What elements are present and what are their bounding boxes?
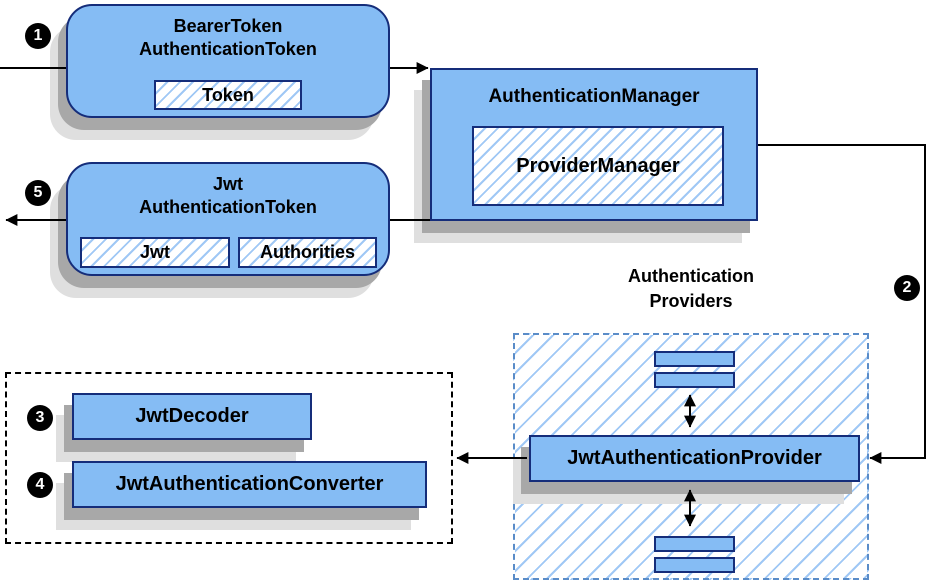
decoder-converter-group: JwtDecoder JwtAuthenticationConverter	[5, 372, 453, 544]
jwt-token-box-title: Jwt AuthenticationToken	[68, 164, 388, 219]
jwt-authentication-provider-box: JwtAuthenticationProvider	[529, 435, 860, 482]
step-3-badge: 3	[27, 405, 53, 431]
jwt-token-title-line2: AuthenticationToken	[139, 197, 317, 217]
step-4-number: 4	[35, 476, 45, 493]
step-4-badge: 4	[27, 472, 53, 498]
jwt-field-label: Jwt	[139, 242, 170, 262]
step-5-number: 5	[33, 184, 43, 201]
jwt-token-title-line1: Jwt	[212, 174, 243, 194]
bearer-token-box-title: BearerToken AuthenticationToken	[68, 6, 388, 61]
jwt-authentication-converter-label: JwtAuthenticationConverter	[115, 473, 384, 495]
authentication-providers-label-line2: Providers	[649, 291, 733, 311]
provider-placeholder-bar	[654, 351, 735, 367]
jwt-field: Jwt	[80, 237, 230, 268]
authorities-field: Authorities	[238, 237, 377, 268]
jwt-authentication-provider-label: JwtAuthenticationProvider	[567, 447, 822, 469]
jwt-authentication-token-box: Jwt AuthenticationToken Jwt Authorities	[66, 162, 390, 276]
provider-placeholder-bar	[654, 557, 735, 573]
step-1-badge: 1	[25, 23, 51, 49]
authentication-providers-label: Authentication Providers	[513, 264, 869, 314]
bearer-token-authentication-token-box: BearerToken AuthenticationToken Token	[66, 4, 390, 118]
bearer-token-title-line2: AuthenticationToken	[139, 39, 317, 59]
step-2-badge: 2	[894, 275, 920, 301]
bearer-token-title-line1: BearerToken	[173, 16, 283, 36]
step-2-number: 2	[902, 279, 912, 296]
provider-placeholder-bar	[654, 536, 735, 552]
authentication-manager-title: AuthenticationManager	[488, 86, 700, 107]
authentication-providers-group: JwtAuthenticationProvider	[513, 333, 869, 580]
jwt-decoder-box: JwtDecoder	[72, 393, 312, 440]
step-1-number: 1	[33, 27, 43, 44]
provider-manager-label: ProviderManager	[516, 154, 680, 177]
authentication-manager-box: AuthenticationManager ProviderManager	[430, 68, 758, 221]
authorities-field-label: Authorities	[259, 242, 355, 262]
token-field: Token	[154, 80, 302, 110]
jwt-decoder-label: JwtDecoder	[135, 405, 249, 427]
step-3-number: 3	[35, 409, 45, 426]
provider-manager-field: ProviderManager	[472, 126, 724, 206]
jwt-authentication-converter-box: JwtAuthenticationConverter	[72, 461, 427, 508]
token-field-label: Token	[202, 84, 254, 105]
provider-placeholder-bar	[654, 372, 735, 388]
authentication-providers-label-line1: Authentication	[628, 266, 754, 286]
step-5-badge: 5	[25, 180, 51, 206]
